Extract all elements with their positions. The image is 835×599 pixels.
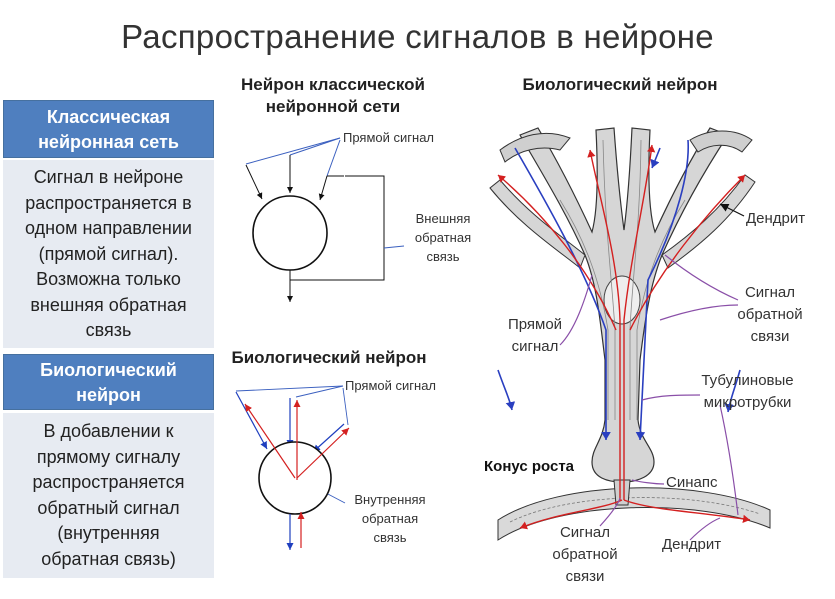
top-dendrite-left bbox=[499, 132, 571, 163]
bio-pointer-lines bbox=[235, 385, 349, 504]
bio-neuron-header: Биологический нейрон bbox=[3, 354, 214, 410]
feedback-signal-arrows bbox=[497, 144, 751, 530]
label-line: сигнал bbox=[511, 338, 559, 355]
label-line: связи bbox=[750, 328, 790, 345]
label-dendrite-bottom: Дендрит bbox=[662, 536, 722, 553]
bio-desc-line: обратный сигнал bbox=[37, 497, 180, 518]
label-line: Тубулиновые bbox=[701, 372, 794, 389]
label-line: обратной bbox=[552, 546, 618, 563]
forward-signal-arrows bbox=[497, 139, 741, 441]
classic-desc-line: одном направлении bbox=[25, 218, 192, 238]
classic-feedback-loop bbox=[290, 175, 385, 281]
classic-desc-line: Возможна только bbox=[36, 269, 181, 289]
classic-network-description: Сигнал в нейроне распространяется в одно… bbox=[3, 160, 214, 348]
label-synapse: Синапс bbox=[666, 474, 718, 491]
bio-desc-line: В добавлении к bbox=[43, 421, 174, 441]
label-line: Сигнал bbox=[559, 524, 611, 541]
bio-forward-arrow bbox=[312, 423, 345, 453]
bio-header-line: Биологический bbox=[40, 360, 177, 380]
classic-input-arrow bbox=[245, 164, 263, 200]
neuron-picture-title: Биологический нейрон bbox=[522, 75, 718, 94]
bio-feedback-label-line: обратная bbox=[361, 511, 419, 526]
classic-desc-line: внешняя обратная bbox=[30, 294, 187, 315]
bio-desc-line: обратная связь) bbox=[41, 548, 176, 569]
bio-header-line: нейрон bbox=[76, 385, 141, 405]
classic-external-feedback-label: Внешняя обратная связь bbox=[404, 209, 482, 266]
label-line: Прямой bbox=[507, 316, 563, 333]
neuron-illustration bbox=[489, 127, 771, 541]
label-line: Сигнал bbox=[744, 284, 796, 301]
classic-neuron-diagram bbox=[245, 137, 405, 302]
bottom-dendrite bbox=[497, 487, 771, 541]
label-dendrite-top: Дендрит bbox=[746, 210, 806, 227]
label-line: обратной bbox=[737, 306, 803, 323]
classic-desc-line: распространяется в bbox=[25, 192, 192, 213]
bio-forward-signal-label: Прямой сигнал bbox=[345, 378, 437, 393]
classic-network-header: Классическая нейронная сеть bbox=[3, 100, 214, 158]
bio-desc-line: прямому сигналу bbox=[36, 446, 181, 467]
label-microtubules: Тубулиновые микротрубки bbox=[690, 370, 805, 414]
bio-desc-line: распространяется bbox=[32, 472, 185, 492]
microtubule-lines bbox=[559, 139, 686, 420]
label-feedback-signal-right: Сигнал обратной связи bbox=[730, 282, 810, 348]
label-line: микротрубки bbox=[703, 394, 792, 411]
bio-feedback-label-line: связь bbox=[373, 530, 407, 545]
classic-diagram-title-line: нейронной сети bbox=[265, 97, 401, 116]
classic-diagram-title: Нейрон классической нейронной сети bbox=[222, 74, 444, 118]
dendrite-pointer bbox=[719, 203, 745, 217]
bio-neuron-description: В добавлении к прямому сигналу распростр… bbox=[3, 413, 214, 578]
feedback-label-line: связь bbox=[426, 249, 460, 264]
classic-desc-line: (прямой сигнал). bbox=[38, 243, 179, 264]
classic-neuron-body bbox=[252, 195, 328, 271]
classic-desc-line: связь bbox=[85, 320, 132, 340]
bio-feedback-label-line: Внутренняя bbox=[354, 492, 426, 507]
label-forward-signal: Прямой сигнал bbox=[500, 314, 570, 358]
bio-forward-arrow bbox=[235, 391, 268, 450]
label-line: связи bbox=[565, 568, 605, 585]
classic-diagram-title-line: Нейрон классической bbox=[241, 75, 425, 94]
label-growth-cone: Конус роста bbox=[484, 458, 575, 475]
classic-feedback-pointer bbox=[383, 245, 405, 249]
classic-forward-signal-label: Прямой сигнал bbox=[343, 130, 435, 145]
page-title: Распространение сигналов в нейроне bbox=[121, 18, 714, 55]
label-feedback-signal-bottom: Сигнал обратной связи bbox=[545, 522, 625, 588]
classic-header-line: нейронная сеть bbox=[38, 132, 179, 152]
classic-desc-line: Сигнал в нейроне bbox=[33, 167, 184, 187]
label-pointer-lines bbox=[559, 254, 739, 541]
bio-desc-line: (внутренняя bbox=[57, 523, 160, 543]
top-dendrite-right bbox=[689, 130, 753, 153]
bio-neuron-diagram bbox=[235, 385, 350, 550]
bio-feedback-arrow bbox=[244, 403, 296, 479]
classic-pointer-lines bbox=[245, 137, 341, 177]
bio-feedback-arrow bbox=[296, 427, 350, 479]
feedback-label-line: обратная bbox=[414, 230, 472, 245]
bio-diagram-title: Биологический нейрон bbox=[231, 348, 427, 367]
classic-header-line: Классическая bbox=[46, 107, 171, 127]
feedback-label-line: Внешняя bbox=[415, 211, 471, 226]
bio-internal-feedback-label: Внутренняя обратная связь bbox=[345, 490, 435, 547]
classic-input-arrow bbox=[318, 175, 328, 201]
